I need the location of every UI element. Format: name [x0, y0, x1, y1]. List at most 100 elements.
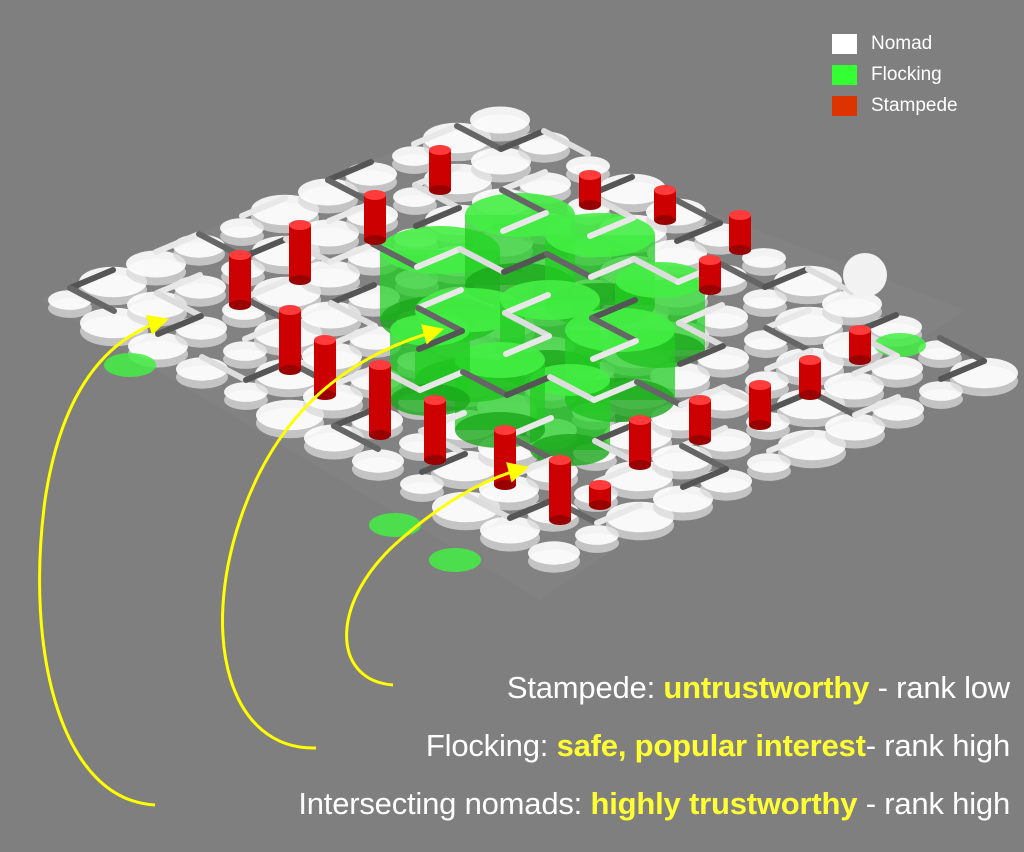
stampede-pillar-base [729, 245, 751, 255]
stampede-pillar-base [429, 185, 451, 195]
link [328, 300, 378, 329]
stampede-pillar-base [849, 355, 871, 365]
stampede-pillar-base [289, 275, 311, 285]
link [411, 123, 460, 147]
caption-flocking: Flocking: safe, popular interest- rank h… [426, 728, 1010, 764]
nomad-disc [825, 413, 885, 441]
link [498, 128, 547, 152]
stampede-pillar-top [629, 415, 651, 425]
link [762, 266, 811, 290]
nomad-disc [566, 156, 610, 176]
stampede-pillar-base [229, 300, 251, 310]
stampede-pillar-top [279, 305, 301, 315]
link [676, 320, 726, 349]
link [417, 369, 466, 393]
link [544, 251, 594, 280]
stampede-pillar-base [579, 200, 601, 210]
arrow-stampede [345, 462, 530, 687]
link [413, 205, 462, 229]
stampede-pillar [364, 195, 386, 240]
stampede-pillar-top [654, 185, 676, 195]
link [679, 443, 729, 472]
stampede-pillar-base [424, 455, 446, 465]
link [412, 182, 462, 211]
stampede-pillar-top [749, 380, 771, 390]
stampede-pillar-base [494, 480, 516, 490]
flocking-disc [429, 548, 481, 572]
stampede-pillar-base [589, 500, 611, 510]
stampede-pillar-top [849, 325, 871, 335]
stampede-pillar-top [314, 335, 336, 345]
link [327, 241, 376, 265]
stampede-pillar [579, 175, 601, 205]
caption-suffix: - rank high [857, 786, 1010, 821]
link [414, 246, 463, 270]
arrow-nomads [38, 314, 170, 807]
stampede-pillar-top [579, 170, 601, 180]
link [463, 492, 513, 521]
link [504, 374, 553, 398]
link [766, 430, 815, 454]
link [331, 423, 381, 452]
legend-item-stampede: Stampede [832, 90, 958, 121]
flocking-disc [104, 353, 156, 377]
stampede-pillar-top [549, 455, 571, 465]
link [241, 277, 290, 301]
link [547, 374, 597, 403]
stampede-pillar-base [689, 435, 711, 445]
nomad-disc [480, 516, 540, 544]
nomad-disc [872, 397, 924, 421]
stampede-pillar-base [749, 420, 771, 430]
stampede-pillars [229, 145, 887, 525]
nomad-disc [824, 372, 884, 400]
stampede-pillar-top [689, 395, 711, 405]
link [589, 297, 638, 321]
stampede-pillar-top [799, 355, 821, 365]
legend-label: Flocking [871, 63, 942, 85]
link [680, 466, 729, 490]
stampede-pillar-top [364, 190, 386, 200]
stampede-pillar [424, 400, 446, 460]
nomad-disc [126, 250, 186, 278]
stampede-pillar-base [549, 515, 571, 525]
legend-label: Stampede [871, 94, 958, 116]
stampede-pillar-top [699, 255, 721, 265]
link [852, 394, 901, 418]
link [460, 369, 510, 398]
stampede-swatch [832, 95, 857, 116]
nomad-disc [742, 248, 786, 268]
link [937, 335, 987, 364]
link [239, 195, 288, 219]
nomad-swatch [832, 33, 857, 54]
legend-item-nomad: Nomad [832, 28, 958, 59]
link [415, 287, 464, 311]
link [594, 502, 643, 526]
caption-highlight: safe, popular interest [556, 728, 866, 763]
link [674, 220, 723, 244]
stampede-pillar [654, 190, 676, 220]
link [499, 169, 548, 193]
stampede-pillar [289, 225, 311, 280]
stampede-pillar-top [729, 210, 751, 220]
stampede-pillar-base [369, 430, 391, 440]
link [938, 358, 987, 382]
stampede-pillar [549, 460, 571, 520]
link [588, 256, 637, 280]
nomad-disc [175, 316, 227, 340]
link [502, 310, 552, 339]
link [499, 187, 549, 216]
link [590, 338, 639, 362]
link [501, 251, 550, 275]
legend-item-flocking: Flocking [832, 59, 958, 90]
caption-nomads: Intersecting nomads: highly trustworthy … [298, 786, 1010, 822]
stampede-pillar-top [369, 360, 391, 370]
link [587, 215, 636, 239]
nomad-sphere [843, 253, 887, 297]
stampede-pillar [629, 420, 651, 465]
stampede-pillar-top [429, 145, 451, 155]
link [153, 231, 202, 255]
link [634, 379, 684, 408]
stampede-pillar [729, 215, 751, 250]
stampede-pillar-base [699, 285, 721, 295]
